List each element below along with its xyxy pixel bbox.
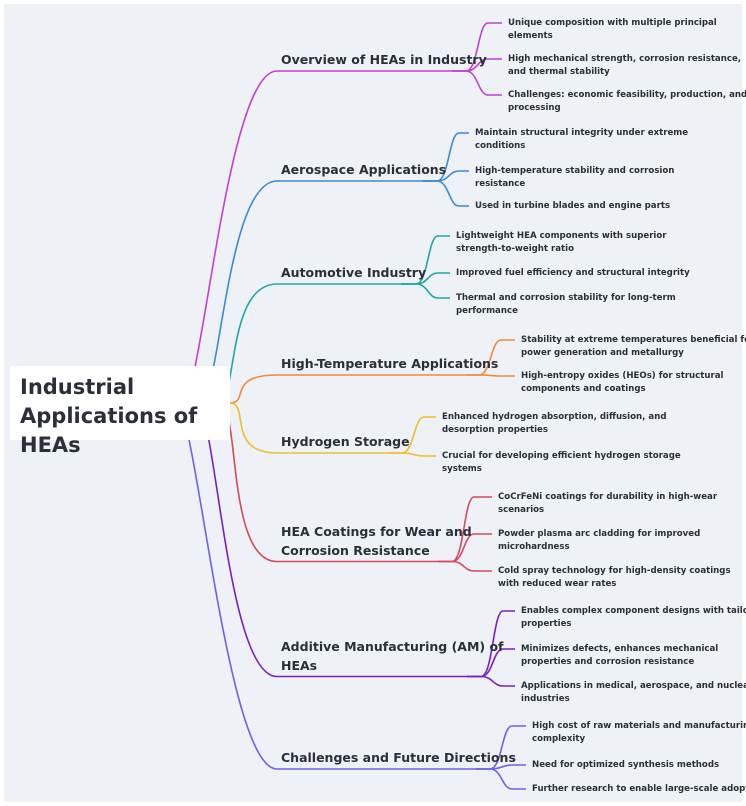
leaf-connector-3-3 xyxy=(401,283,450,299)
leaf-topic-3-1[interactable]: Lightweight HEA components with superior… xyxy=(456,230,667,255)
leaf-topic-8-1[interactable]: High cost of raw materials and manufactu… xyxy=(532,720,746,745)
leaf-topic-line: Crucial for developing efficient hydroge… xyxy=(442,451,681,461)
leaf-connector-8-3 xyxy=(476,768,526,790)
leaf-topic-line: Further research to enable large-scale a… xyxy=(532,784,746,794)
leaf-connector-7-3 xyxy=(467,675,515,687)
leaf-topic-1-2[interactable]: High mechanical strength, corrosion resi… xyxy=(508,53,741,78)
root-title-line-2: Applications of HEAs xyxy=(20,404,198,457)
leaf-topic-7-1[interactable]: Enables complex component designs with t… xyxy=(521,605,746,630)
leaf-topic-8-3[interactable]: Further research to enable large-scale a… xyxy=(532,783,746,796)
leaf-topic-line: Cold spray technology for high-density c… xyxy=(498,566,731,576)
leaf-topic-line: Thermal and corrosion stability for long… xyxy=(456,293,676,303)
leaf-topic-line: strength-to-weight ratio xyxy=(456,243,575,254)
branch-topic-2-line-1: Aerospace Applications xyxy=(281,162,447,177)
leaf-topic-line: Challenges: economic feasibility, produc… xyxy=(508,90,746,100)
leaf-topic-line: High cost of raw materials and manufactu… xyxy=(532,721,746,731)
leaf-topic-2-2[interactable]: High-temperature stability and corrosion… xyxy=(475,165,674,190)
branch-topic-1[interactable]: Overview of HEAs in Industry xyxy=(281,50,487,69)
branch-topic-7-line-2: HEAs xyxy=(281,657,318,673)
leaf-connector-1-3 xyxy=(452,70,502,96)
branch-topic-5-line-1: Hydrogen Storage xyxy=(281,434,410,449)
branch-connector-3 xyxy=(217,283,401,404)
leaf-topic-line: desorption properties xyxy=(442,424,548,435)
branch-topic-6-line-1: HEA Coatings for Wear and xyxy=(281,523,472,539)
leaf-topic-line: and thermal stability xyxy=(508,66,610,77)
leaf-topic-line: properties xyxy=(521,618,572,629)
leaf-topic-1-3[interactable]: Challenges: economic feasibility, produc… xyxy=(508,89,746,114)
branch-topic-6-line-2: Corrosion Resistance xyxy=(281,542,430,558)
leaf-topic-7-2[interactable]: Minimizes defects, enhances mechanical pr… xyxy=(521,643,718,668)
leaf-topic-2-1[interactable]: Maintain structural integrity under extr… xyxy=(475,127,688,152)
branch-topic-7-line-1: Additive Manufacturing (AM) of xyxy=(281,638,504,654)
leaf-topic-line: components and coatings xyxy=(521,383,646,394)
leaf-topic-line: resistance xyxy=(475,178,526,189)
branch-topic-1-line-1: Overview of HEAs in Industry xyxy=(281,52,487,67)
leaf-topic-line: Maintain structural integrity under extr… xyxy=(475,128,689,138)
leaf-topic-line: properties and corrosion resistance xyxy=(521,656,695,667)
leaf-topic-line: elements xyxy=(508,30,553,41)
root-title-line-1: Industrial xyxy=(20,375,135,399)
leaf-topic-line: power generation and metallurgy xyxy=(521,347,684,358)
leaf-topic-line: Minimizes defects, enhances mechanical xyxy=(521,644,719,654)
leaf-topic-line: Enables complex component designs with t… xyxy=(521,606,746,616)
leaf-topic-3-2[interactable]: Improved fuel efficiency and structural … xyxy=(456,267,690,280)
leaf-topic-line: industries xyxy=(521,693,570,704)
leaf-topic-line: systems xyxy=(442,463,482,474)
branch-connector-5 xyxy=(229,402,388,454)
leaf-topic-line: CoCrFeNi coatings for durability in high… xyxy=(498,492,718,502)
leaf-topic-line: scenarios xyxy=(498,504,545,515)
branch-topic-2[interactable]: Aerospace Applications xyxy=(281,160,446,179)
leaf-topic-6-2[interactable]: Powder plasma arc cladding for improved m… xyxy=(498,528,700,553)
leaf-topic-line: complexity xyxy=(532,733,586,744)
leaf-topic-line: Lightweight HEA components with superior xyxy=(456,231,667,241)
leaf-topic-5-1[interactable]: Enhanced hydrogen absorption, diffusion,… xyxy=(442,411,666,436)
branch-topic-3[interactable]: Automotive Industry xyxy=(281,263,426,282)
leaf-topic-5-2[interactable]: Crucial for developing efficient hydroge… xyxy=(442,450,681,475)
leaf-topic-4-1[interactable]: Stability at extreme temperatures benefi… xyxy=(521,334,746,359)
leaf-topic-7-3[interactable]: Applications in medical, aerospace, and … xyxy=(521,680,746,705)
leaf-topic-line: Powder plasma arc cladding for improved xyxy=(498,529,701,539)
leaf-topic-line: with reduced wear rates xyxy=(498,578,617,589)
leaf-topic-4-2[interactable]: High-entropy oxides (HEOs) for structura… xyxy=(521,370,723,395)
root-topic[interactable]: Industrial Applications of HEAs xyxy=(10,366,230,457)
leaf-topic-line: Need for optimized synthesis methods xyxy=(532,760,720,770)
leaf-topic-1-1[interactable]: Unique composition with multiple princip… xyxy=(508,17,717,42)
leaf-topic-line: conditions xyxy=(475,140,526,151)
leaf-connector-4-2 xyxy=(466,374,515,377)
leaf-topic-6-1[interactable]: CoCrFeNi coatings for durability in high… xyxy=(498,491,717,516)
leaf-connector-5-2 xyxy=(388,452,436,457)
leaf-topic-8-2[interactable]: Need for optimized synthesis methods xyxy=(532,759,719,772)
branch-topic-8-line-1: Challenges and Future Directions xyxy=(281,750,516,765)
branch-topic-4[interactable]: High-Temperature Applications xyxy=(281,354,498,373)
leaf-topic-line: Used in turbine blades and engine parts xyxy=(475,201,671,211)
leaf-topic-3-3[interactable]: Thermal and corrosion stability for long… xyxy=(456,292,676,317)
leaf-topic-2-3[interactable]: Used in turbine blades and engine parts xyxy=(475,200,670,213)
branch-topic-3-line-1: Automotive Industry xyxy=(281,265,427,280)
leaf-topic-line: processing xyxy=(508,102,561,113)
leaf-connector-2-3 xyxy=(422,180,469,207)
branch-topic-4-line-1: High-Temperature Applications xyxy=(281,356,499,371)
leaf-topic-line: Unique composition with multiple princip… xyxy=(508,18,717,28)
leaf-topic-line: microhardness xyxy=(498,541,570,552)
leaf-topic-line: Improved fuel efficiency and structural … xyxy=(456,268,690,278)
leaf-connector-6-3 xyxy=(438,560,492,572)
leaf-topic-line: Applications in medical, aerospace, and … xyxy=(521,681,746,691)
leaf-topic-line: High-entropy oxides (HEOs) for structura… xyxy=(521,371,724,381)
branch-topic-5[interactable]: Hydrogen Storage xyxy=(281,432,410,451)
branch-connector-4 xyxy=(229,374,466,404)
leaf-topic-line: High mechanical strength, corrosion resi… xyxy=(508,54,742,64)
leaf-topic-line: Stability at extreme temperatures benefi… xyxy=(521,335,746,345)
leaf-topic-line: performance xyxy=(456,305,518,316)
branch-topic-7[interactable]: Additive Manufacturing (AM) of HEAs xyxy=(281,637,504,675)
branch-topic-8[interactable]: Challenges and Future Directions xyxy=(281,748,516,767)
leaf-topic-line: Enhanced hydrogen absorption, diffusion,… xyxy=(442,412,667,422)
leaf-topic-6-3[interactable]: Cold spray technology for high-density c… xyxy=(498,565,731,590)
leaf-topic-line: High-temperature stability and corrosion xyxy=(475,166,675,176)
